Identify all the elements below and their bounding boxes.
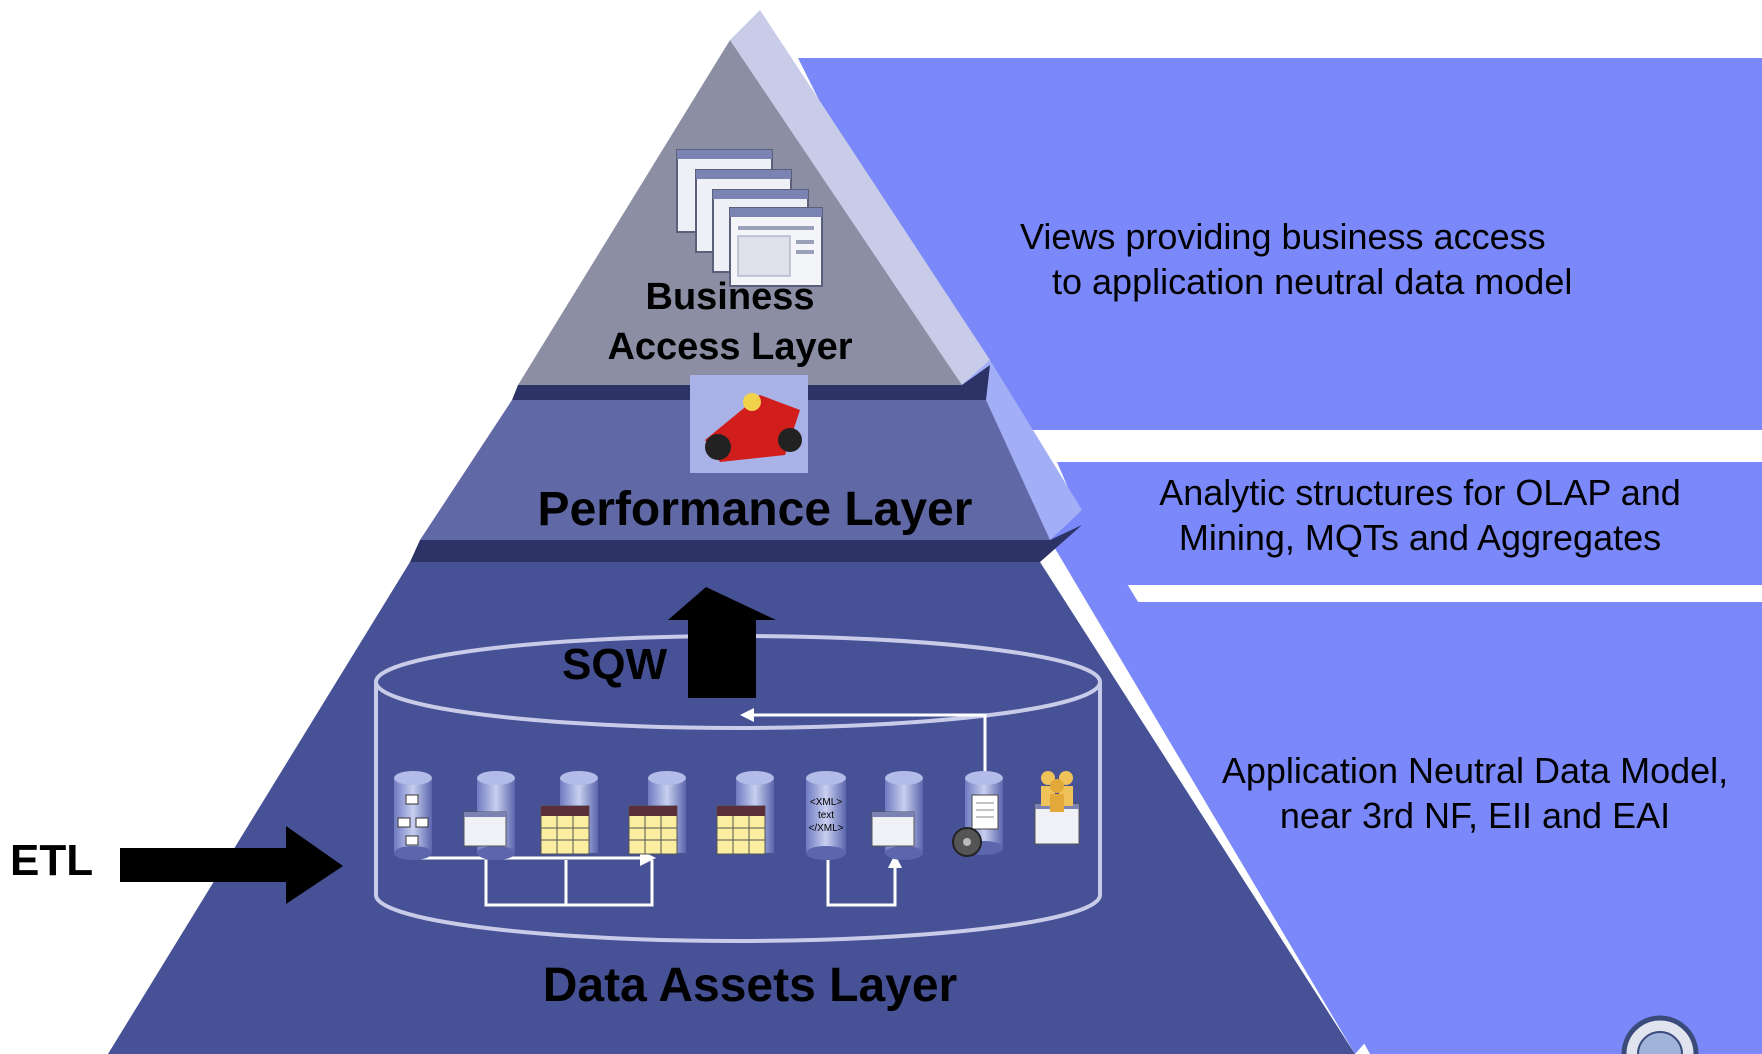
hierarchy-database-icon [394, 771, 432, 860]
business-layer-title: Business Access Layer [560, 272, 900, 372]
form-database-icon [463, 771, 515, 860]
etl-arrow [120, 826, 343, 904]
business-title-line1: Business [645, 276, 815, 318]
data-assets-description-line1: Application Neutral Data Model, [1221, 750, 1729, 791]
document-database-icon [952, 771, 1003, 857]
data-assets-layer-title: Data Assets Layer [542, 959, 958, 1012]
performance-description-line1: Analytic structures for OLAP and [1159, 472, 1681, 513]
race-car-image [690, 375, 808, 473]
table-database-icon [628, 771, 686, 855]
performance-description-line2: Mining, MQTs and Aggregates [1178, 517, 1662, 558]
xml-text: text [818, 810, 834, 821]
performance-description: Analytic structures for OLAP and Mining,… [1120, 470, 1720, 560]
business-description-line2: to application neutral data model [1052, 261, 1573, 302]
data-assets-side-face [1050, 510, 1390, 1054]
xml-close-tag: </XML> [808, 823, 843, 834]
performance-band [410, 525, 1082, 562]
etl-label: ETL [10, 836, 94, 885]
performance-side-face [962, 360, 1082, 540]
business-description-panel [798, 58, 1762, 430]
sqw-arrow [668, 587, 776, 698]
business-description: Views providing business access to appli… [1020, 214, 1640, 304]
performance-layer-title: Performance Layer [537, 483, 973, 536]
people-application-icon [1034, 771, 1080, 845]
sqw-label: SQW [562, 640, 668, 689]
business-band [512, 365, 990, 400]
business-description-line1: Views providing business access [1020, 216, 1546, 257]
data-flow-connectors [412, 713, 987, 907]
table-database-icon [540, 771, 598, 855]
performance-description-panel [1057, 462, 1762, 585]
connector-arrowhead [740, 708, 754, 722]
data-assets-description-line2: near 3rd NF, EII and EAI [1279, 795, 1671, 836]
data-assets-description-panel [1119, 602, 1762, 1054]
table-database-icon [716, 771, 774, 855]
business-title-line2: Access Layer [607, 326, 853, 368]
corner-logo [1621, 1015, 1699, 1054]
form-database-icon [871, 771, 923, 860]
application-windows-icon [676, 149, 823, 287]
xml-open-tag: <XML> [810, 797, 842, 808]
business-side-face [730, 10, 990, 385]
connector-arrowhead [888, 854, 902, 868]
data-assets-description: Application Neutral Data Model, near 3rd… [1200, 748, 1750, 838]
xml-database-icon: <XML> text </XML> [806, 771, 846, 860]
